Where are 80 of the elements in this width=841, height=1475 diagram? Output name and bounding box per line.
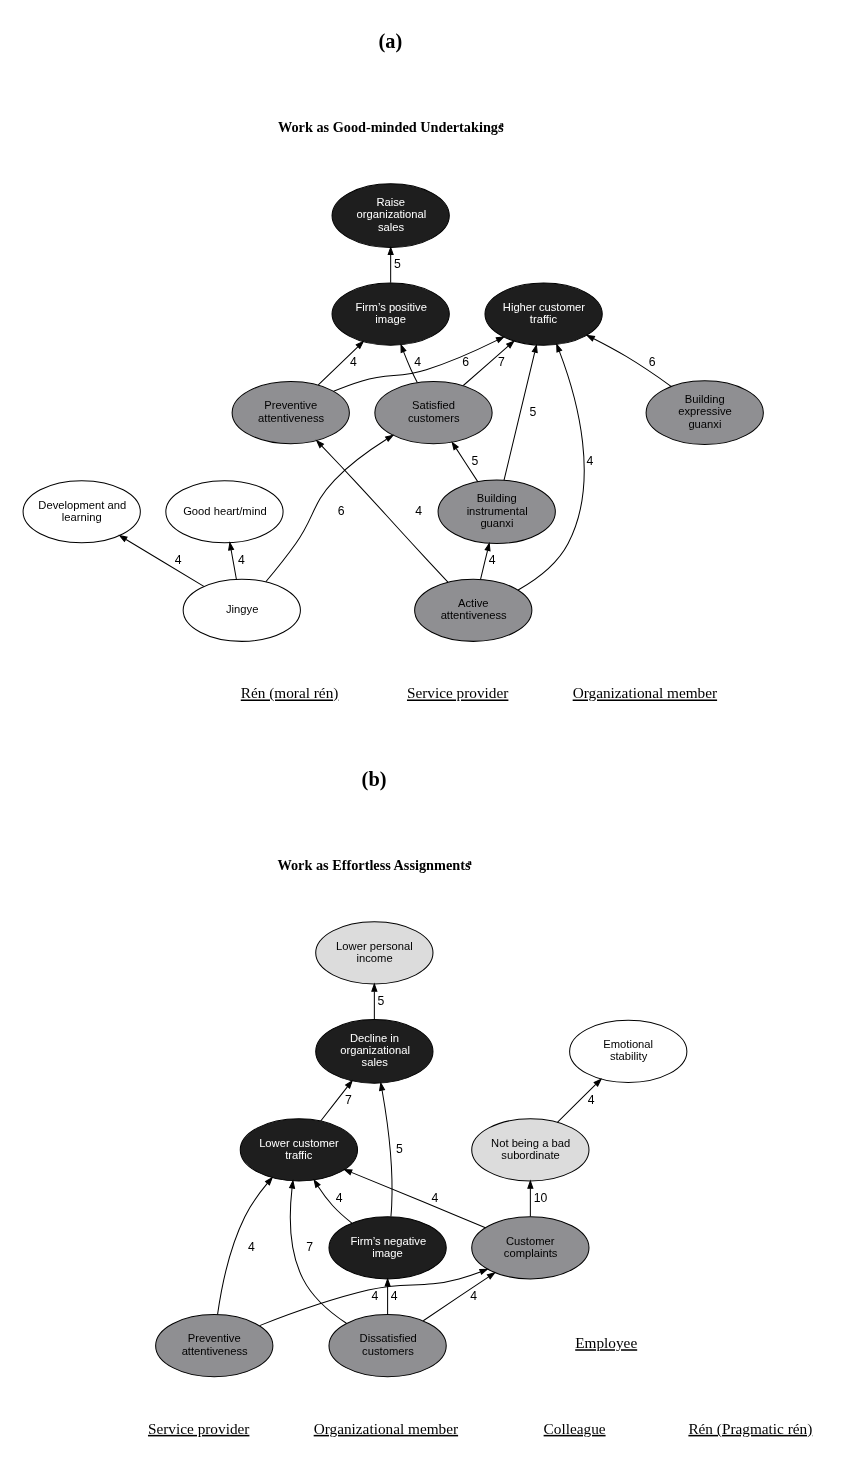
edge-label: 7 (305, 1239, 313, 1254)
arrow (312, 1178, 352, 1224)
edge-label: 6 (461, 355, 469, 370)
arrow (422, 1271, 496, 1322)
node-ellipse: Not being a bad subordinate (470, 1118, 589, 1182)
node-ellipse: Active attentiveness (413, 578, 532, 642)
arrow (264, 434, 394, 583)
arrow (315, 439, 448, 583)
edge-label: 4 (349, 355, 357, 370)
node-ellipse: Firm’s negative image (327, 1216, 447, 1280)
edge-label: 7 (344, 1093, 352, 1108)
edge-label: 6 (648, 355, 656, 370)
arrow (227, 541, 237, 580)
node-ellipse: Preventive attentiveness (231, 381, 350, 445)
node-ellipse: Good heart/mind (164, 480, 284, 544)
node-ellipse: Decline in organizational sales (314, 1019, 433, 1084)
edge-label: 6 (337, 503, 345, 518)
edge-label: 5 (529, 404, 536, 419)
label: Service provider (147, 1419, 249, 1437)
label: Employee (574, 1334, 637, 1352)
arrow (503, 343, 538, 481)
edge-label: 4 (587, 1093, 594, 1108)
label: Service provider (406, 684, 508, 702)
edge-label: 4 (247, 1239, 255, 1254)
arrow (288, 1179, 347, 1324)
arrow (386, 245, 394, 284)
edge-label: 4 (469, 1288, 477, 1303)
edge-label: 4 (431, 1191, 438, 1206)
arrow (216, 1176, 273, 1315)
edge-label: 4 (335, 1191, 343, 1206)
edge-label: 4 (174, 553, 181, 568)
label: Colleague (543, 1419, 606, 1437)
arrow (342, 1168, 486, 1229)
arrow (317, 340, 364, 386)
node-ellipse: Jingye (182, 578, 301, 642)
node-ellipse: Raise organizational sales (331, 183, 450, 248)
arrow (258, 1268, 489, 1327)
label: Rén (moral rén) (240, 684, 338, 702)
arrow (526, 1179, 534, 1217)
arrow (462, 340, 515, 386)
edge-label: 10 (533, 1191, 547, 1206)
edge-label: 5 (395, 1142, 403, 1157)
arrow (370, 982, 378, 1021)
arrow (117, 534, 204, 587)
label: Work as Good-minded Undertakings$^{a}$ (277, 119, 504, 136)
arrow (332, 336, 505, 392)
arrow (450, 441, 478, 483)
arrow (383, 1277, 391, 1315)
edge-label: 4 (237, 553, 245, 568)
label: Organizational member (313, 1419, 458, 1437)
label: Rén (Pragmatic rén) (687, 1419, 812, 1437)
edge-label: 4 (413, 355, 421, 370)
arrow (585, 334, 672, 387)
edge-label: 4 (488, 553, 496, 568)
arrow (319, 1079, 353, 1122)
arrow (479, 541, 491, 580)
arrow (399, 343, 418, 384)
edge-label: 4 (414, 503, 422, 518)
edge-label: 5 (470, 454, 478, 469)
label: (b) (361, 767, 387, 790)
edge-label: 4 (370, 1288, 378, 1303)
node-ellipse: Dissatisfied customers (327, 1314, 447, 1378)
arrow (556, 1078, 602, 1123)
label: Organizational member (572, 684, 717, 702)
node-ellipse: Emotional stability (568, 1019, 687, 1083)
label: (a) (377, 29, 402, 52)
node-ellipse: Firm’s positive image (331, 282, 450, 346)
arrow (517, 343, 585, 591)
edge-label: 5 (393, 257, 401, 272)
edge-label: 4 (586, 454, 593, 469)
arrow (378, 1081, 393, 1218)
node-ellipse: Preventive attentiveness (154, 1314, 273, 1378)
node-ellipse: Lower personal income (314, 921, 433, 985)
node-ellipse: Building expressive guanxi (645, 380, 764, 445)
edge-label: 5 (377, 993, 384, 1008)
node-ellipse: Lower customer traffic (239, 1118, 358, 1182)
node-ellipse: Building instrumental guanxi (437, 479, 556, 545)
label: Work as Effortless Assignments$^{a}$ (276, 856, 472, 873)
edge-label: 4 (390, 1288, 398, 1303)
edge-label: 7 (497, 355, 505, 370)
